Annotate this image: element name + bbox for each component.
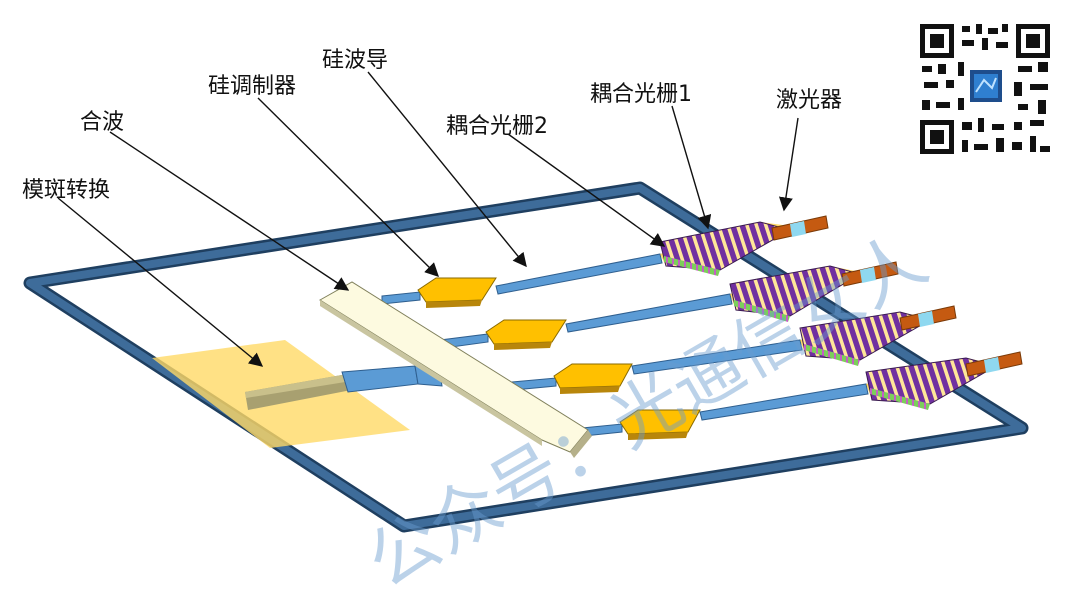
modulator-1 — [417, 277, 497, 303]
arrow-grating2 — [507, 133, 666, 247]
arrow-si-waveguide — [367, 71, 527, 268]
modulator-2 — [485, 319, 567, 345]
grating-coupler-1 — [659, 215, 829, 276]
arrow-grating1 — [671, 105, 712, 230]
grating-coupler-4 — [865, 351, 1023, 410]
arrow-laser — [778, 117, 799, 212]
modulator-3 — [553, 363, 633, 389]
arrow-combiner — [109, 131, 350, 291]
waveguide-channel-4 — [581, 383, 869, 440]
label-si-waveguide: 硅波导 — [322, 48, 389, 73]
arrow-si-modulator — [257, 97, 439, 277]
label-mode-conversion: 模斑转换 — [22, 178, 111, 203]
waveguide-channel-3 — [511, 339, 803, 394]
arrow-mode-conversion — [57, 197, 264, 367]
modulator-4 — [619, 409, 701, 435]
mode-converter — [152, 340, 443, 448]
grating-coupler-2 — [729, 261, 899, 322]
grating-coupler-3 — [799, 305, 957, 366]
waveguide-channel-1 — [381, 253, 663, 308]
callout-arrows — [57, 71, 799, 367]
label-grating1: 耦合光栅1 — [590, 82, 692, 107]
label-laser: 激光器 — [776, 88, 843, 113]
label-combiner: 合波 — [80, 110, 125, 135]
label-grating2: 耦合光栅2 — [446, 114, 548, 139]
qr-code-icon — [918, 22, 1052, 156]
label-si-modulator: 硅调制器 — [208, 74, 297, 99]
